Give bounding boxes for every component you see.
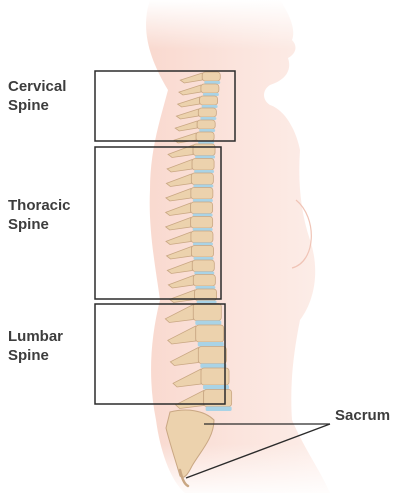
thoracic-label-line1: Thoracic bbox=[8, 196, 71, 215]
intervertebral-disc bbox=[199, 129, 215, 132]
cervical-label-line2: Spine bbox=[8, 96, 66, 115]
intervertebral-disc bbox=[203, 93, 219, 96]
intervertebral-disc bbox=[206, 407, 232, 412]
vertebra bbox=[191, 231, 213, 243]
intervertebral-disc bbox=[193, 243, 213, 246]
vertebra bbox=[192, 246, 214, 258]
lumbar-label-line1: Lumbar bbox=[8, 327, 63, 346]
lumbar-label-line2: Spine bbox=[8, 346, 63, 365]
vertebra bbox=[191, 173, 213, 185]
intervertebral-disc bbox=[202, 105, 218, 108]
intervertebral-disc bbox=[195, 286, 215, 289]
intervertebral-disc bbox=[197, 301, 217, 304]
vertebra bbox=[191, 202, 213, 214]
vertebra bbox=[191, 217, 213, 229]
intervertebral-disc bbox=[194, 257, 214, 260]
vertebra bbox=[192, 260, 214, 272]
intervertebral-disc bbox=[194, 170, 214, 173]
vertebra bbox=[200, 96, 218, 105]
intervertebral-disc bbox=[195, 156, 215, 159]
intervertebral-disc bbox=[193, 199, 213, 202]
sacrum-label: Sacrum bbox=[335, 406, 390, 425]
intervertebral-disc bbox=[193, 228, 213, 231]
thoracic-spine-label: Thoracic Spine bbox=[8, 196, 71, 234]
intervertebral-disc bbox=[200, 117, 216, 120]
vertebra bbox=[196, 325, 224, 342]
vertebra bbox=[202, 72, 220, 81]
intervertebral-disc bbox=[198, 342, 224, 347]
intervertebral-disc bbox=[195, 321, 221, 326]
vertebra bbox=[191, 188, 213, 200]
cervical-spine-label: Cervical Spine bbox=[8, 77, 66, 115]
vertebra bbox=[193, 304, 221, 321]
cervical-label-line1: Cervical bbox=[8, 77, 66, 96]
vertebra bbox=[201, 84, 219, 93]
intervertebral-disc bbox=[193, 185, 213, 188]
vertebra bbox=[193, 144, 215, 156]
vertebra bbox=[198, 347, 226, 364]
intervertebral-disc bbox=[200, 364, 226, 369]
vertebra bbox=[196, 132, 214, 141]
intervertebral-disc bbox=[204, 81, 220, 84]
vertebra bbox=[192, 159, 214, 171]
vertebra bbox=[193, 275, 215, 287]
intervertebral-disc bbox=[193, 214, 213, 217]
vertebra bbox=[197, 120, 215, 129]
vertebra bbox=[198, 108, 216, 117]
lumbar-spine-label: Lumbar Spine bbox=[8, 327, 63, 365]
intervertebral-disc bbox=[194, 272, 214, 275]
thoracic-label-line2: Spine bbox=[8, 215, 71, 234]
